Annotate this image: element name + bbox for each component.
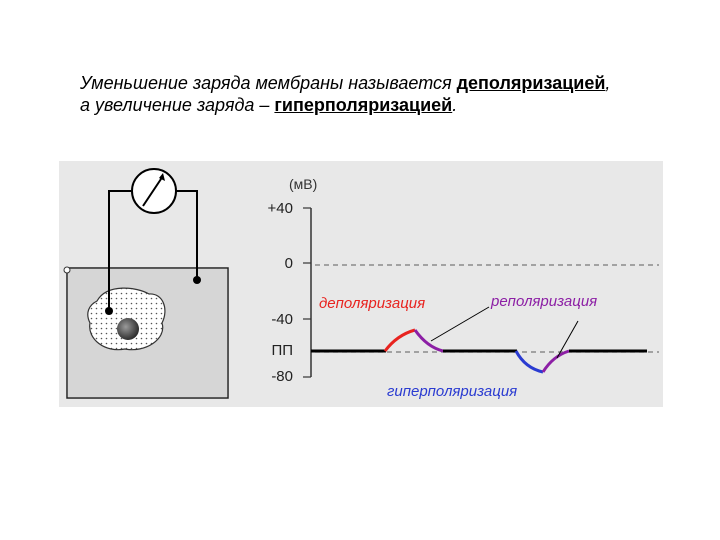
tick-label-minus40: -40	[271, 311, 293, 328]
tick-label-resting-potential: ПП	[271, 342, 293, 359]
membrane-potential-figure: (мВ) +40 0 -40 ПП -80 деполяризация репо…	[59, 161, 663, 407]
term-depolarization: деполяризацией	[456, 73, 606, 93]
caption-line-2: а увеличение заряда – гиперполяризацией.	[80, 94, 700, 116]
label-hyperpolarization: гиперполяризация	[387, 383, 517, 400]
caption-line2-prefix: а увеличение заряда –	[80, 95, 275, 115]
hyperpolarization-segment	[514, 350, 544, 374]
repolarization-segment-1	[413, 329, 444, 353]
term-hyperpolarization: гиперполяризацией	[274, 95, 453, 115]
repolarization-segment-2	[541, 349, 570, 373]
caption-line1-suffix: ,	[605, 73, 611, 93]
caption-line2-suffix: .	[452, 95, 458, 115]
tick-label-minus80: -80	[271, 368, 293, 385]
voltmeter-icon	[131, 168, 177, 214]
caption-line-1: Уменьшение заряда мембраны называется де…	[80, 72, 700, 94]
bath-corner-marker	[63, 266, 71, 274]
extracellular-electrode-tip	[193, 276, 201, 284]
caption: Уменьшение заряда мембраны называется де…	[80, 72, 700, 116]
figure-svg: (мВ) +40 0 -40 ПП -80 деполяризация репо…	[59, 161, 663, 407]
caption-line1-prefix: Уменьшение заряда мембраны называется	[80, 73, 457, 93]
label-repolarization: реполяризация	[490, 293, 597, 310]
repolarization-pointer-1	[430, 306, 490, 342]
depolarization-segment	[383, 328, 416, 352]
right-electrode-wire	[176, 190, 198, 279]
label-depolarization: деполяризация	[319, 295, 425, 312]
unit-label: (мВ)	[289, 176, 317, 192]
left-electrode-wire	[108, 190, 131, 309]
tick-label-plus40: +40	[268, 200, 293, 217]
cell-nucleus	[117, 318, 139, 340]
repolarization-pointer-2	[556, 320, 579, 359]
intracellular-electrode-tip	[105, 307, 113, 315]
tick-label-zero: 0	[285, 255, 293, 272]
